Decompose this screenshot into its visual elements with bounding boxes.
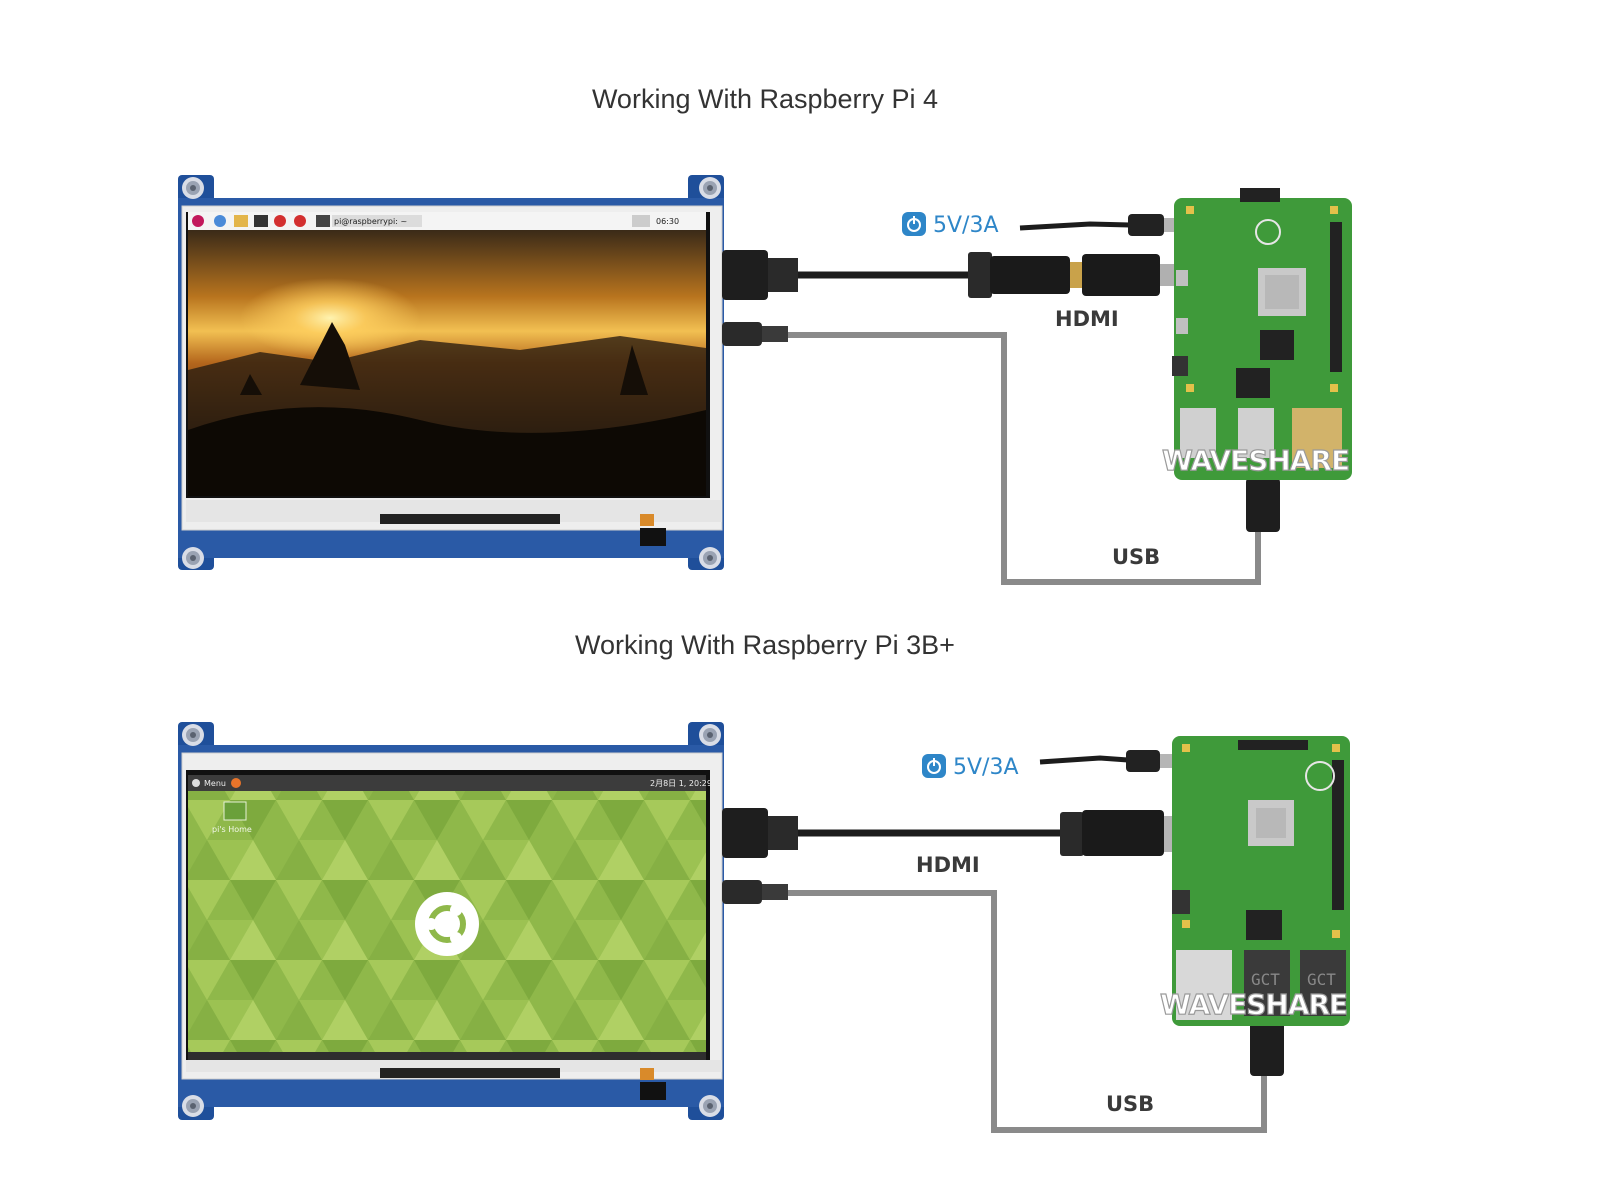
power-indicator-pi3bplus: 5V/3A bbox=[922, 754, 1019, 780]
hdmi-label-pi4: HDMI bbox=[1055, 307, 1119, 331]
hdmi-label-pi3bplus: HDMI bbox=[916, 853, 980, 877]
taskbar-window-label: pi@raspberrypi: ~ bbox=[334, 217, 407, 226]
section-title-pi3bplus: Working With Raspberry Pi 3B+ bbox=[575, 630, 955, 660]
taskbar-menu-label: Menu bbox=[204, 779, 226, 788]
lcd-hdmi-port-pi3bplus bbox=[722, 808, 768, 858]
raspberry-pi-3bplus-board: GCT GCT bbox=[1172, 736, 1350, 1026]
pi3bplus-section: Menu 2月8日 1, 20:29 pi's Home bbox=[178, 722, 1350, 1133]
power-label-pi3bplus: 5V/3A bbox=[953, 755, 1019, 780]
usb-cable-pi3bplus bbox=[788, 890, 1267, 1133]
raspberry-pi-4-board bbox=[1172, 188, 1352, 480]
watermark-pi3bplus: WAVESHARE bbox=[1160, 988, 1347, 1021]
micro-hdmi-adapter-pi4 bbox=[1082, 254, 1160, 296]
usb-cable-pi4 bbox=[788, 332, 1261, 585]
power-indicator-pi4: 5V/3A bbox=[902, 212, 999, 238]
ubuntu-mate-logo-icon bbox=[415, 892, 479, 956]
usb-port-chip-1: GCT bbox=[1251, 970, 1280, 989]
watermark-pi4: WAVESHARE bbox=[1162, 444, 1349, 477]
power-cable-pi3bplus bbox=[1039, 755, 1129, 765]
pi4-section: pi@raspberrypi: ~ 06:30 HDMI bbox=[178, 175, 1352, 585]
power-label-pi4: 5V/3A bbox=[933, 213, 999, 238]
usb-port-chip-2: GCT bbox=[1307, 970, 1336, 989]
usb-label-pi4: USB bbox=[1112, 545, 1160, 569]
lcd-usb-port-pi4 bbox=[722, 322, 762, 346]
lcd-display-pi3bplus: Menu 2月8日 1, 20:29 pi's Home bbox=[178, 722, 798, 1120]
desktop-icon-label: pi's Home bbox=[212, 825, 252, 834]
screen-taskbar-3bplus bbox=[188, 775, 706, 791]
usb-label-pi3bplus: USB bbox=[1106, 1092, 1154, 1116]
section-title-pi4: Working With Raspberry Pi 4 bbox=[591, 84, 939, 114]
power-cable-pi4 bbox=[1019, 221, 1131, 231]
lcd-usb-port-pi3bplus bbox=[722, 880, 762, 904]
taskbar-clock: 06:30 bbox=[656, 217, 679, 226]
lcd-display-pi4: pi@raspberrypi: ~ 06:30 bbox=[178, 175, 798, 570]
lcd-hdmi-port-pi4 bbox=[722, 250, 768, 300]
taskbar-clock-3bplus: 2月8日 1, 20:29 bbox=[650, 779, 712, 788]
home-folder-icon bbox=[223, 801, 247, 821]
